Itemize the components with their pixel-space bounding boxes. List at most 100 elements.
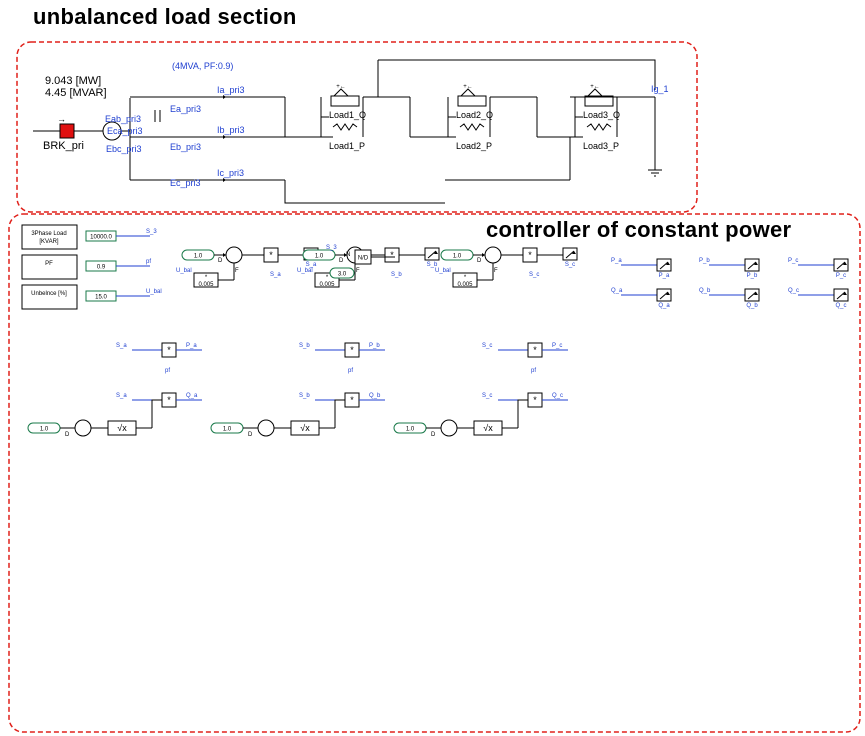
breaker-arrow-icon: → (57, 114, 66, 124)
constant-value: 1.0 (453, 254, 462, 260)
meter-input-label: Q_c (788, 288, 799, 294)
summing-junction[interactable] (484, 246, 502, 264)
sqrt-symbol: √x (483, 423, 493, 433)
mult-symbol: * (326, 275, 329, 281)
arrow-icon (482, 253, 485, 257)
signal-label: S_b (299, 393, 310, 399)
meter-input-label: P_b (699, 258, 710, 264)
current-meter-label: Ic_pri3 (217, 168, 244, 178)
arrow-icon (754, 262, 758, 265)
arrow-icon (843, 292, 847, 295)
multiplier-symbol: * (167, 395, 171, 405)
wire (378, 59, 656, 90)
meter-label: Q_a (658, 303, 670, 309)
load-q-arrow-icon: +← (590, 84, 600, 90)
u-bal-label: U_bal (435, 268, 451, 274)
slider-panel[interactable] (21, 224, 78, 250)
slider-panel[interactable] (21, 284, 78, 310)
breaker-icon[interactable] (59, 123, 75, 139)
multiplier-symbol: * (528, 250, 532, 260)
load-q-symbol (332, 88, 350, 98)
meter-needle-icon (747, 291, 757, 300)
load-q-label: Load2_Q (456, 110, 493, 120)
load-q-block[interactable] (584, 95, 614, 107)
summing-junction[interactable] (257, 419, 275, 437)
slider-label: Unbelnce [%] (31, 291, 67, 297)
slider-label: PF (45, 261, 53, 267)
signal-label: S_a (270, 272, 281, 278)
section-title-unbalanced-load: unbalanced load section (33, 4, 297, 29)
load-q-arrow-icon: +← (336, 84, 346, 90)
multiplier-symbol: * (350, 345, 354, 355)
meter-needle-icon (427, 250, 437, 259)
load-p-label: Load1_P (329, 141, 365, 151)
load-q-symbol (459, 88, 477, 98)
load-q-block[interactable] (330, 95, 360, 107)
load-q-label: Load3_Q (583, 110, 620, 120)
signal-label: S_c (482, 393, 492, 399)
current-meter-label: Ib_pri3 (217, 125, 245, 135)
sqrt-symbol: √x (117, 423, 127, 433)
junction-d-label: D (477, 258, 482, 264)
signal-label: S_b (391, 272, 402, 278)
slider-value: 10000.0 (90, 235, 112, 241)
signal-label: S_c (529, 272, 539, 278)
meter-label: S_c (565, 262, 575, 268)
junction-d-label: D (248, 432, 253, 438)
slider-panel[interactable] (21, 254, 78, 280)
load-p-resistor-icon (586, 123, 612, 131)
meter-label: P_b (747, 273, 758, 279)
arrow-icon (223, 135, 226, 139)
summing-junction[interactable] (74, 419, 92, 437)
signal-label: S_3 (326, 245, 337, 251)
arrow-icon (344, 253, 347, 257)
load-q-block[interactable] (457, 95, 487, 107)
nd-n-label: N (346, 252, 350, 258)
current-meter-label: Ia_pri3 (217, 85, 245, 95)
summing-junction[interactable] (225, 246, 243, 264)
slider-output-label: pf (146, 259, 151, 265)
meter-label: S_b (427, 262, 438, 268)
arrow-icon (223, 178, 226, 182)
pf-label: pf (531, 368, 536, 374)
constant-value: 1.0 (406, 427, 415, 433)
wire (334, 399, 345, 428)
meter-input-label: P_c (788, 258, 798, 264)
signal-label: Q_b (369, 393, 381, 399)
multiplier-symbol: * (533, 395, 537, 405)
meter-input-label: Q_b (699, 288, 711, 294)
arrow-icon (666, 262, 670, 265)
meter-input-label: Q_a (611, 288, 623, 294)
summing-junction[interactable] (440, 419, 458, 437)
junction-f-label: F (494, 268, 498, 274)
wire (151, 399, 162, 428)
constant-three[interactable] (329, 267, 355, 279)
voltage-label: Ebc_pri3 (106, 144, 142, 154)
load-q-label: Load1_Q (329, 110, 366, 120)
slider-label: 3Phase Load (31, 231, 66, 237)
junction-d-label: D (218, 258, 223, 264)
signal-label: P_b (369, 343, 380, 349)
mult-symbol: * (205, 275, 208, 281)
phase-voltage-label: Eb_pri3 (170, 142, 201, 152)
phase-voltage-label: Ec_pri3 (170, 178, 201, 188)
arrow-icon (223, 95, 226, 99)
signal-label: P_a (186, 343, 197, 349)
meter-label: S_a (306, 262, 317, 268)
slider-label: [KVAR] (39, 239, 59, 245)
multiplier-symbol: * (390, 250, 394, 260)
junction-f-label: F (356, 268, 360, 274)
arrow-icon (434, 251, 438, 254)
signal-label: P_c (552, 343, 562, 349)
wire (284, 180, 445, 204)
arrow-icon (754, 292, 758, 295)
signal-label: Q_c (552, 393, 563, 399)
constant-value: 1.0 (194, 254, 203, 260)
meter-needle-icon (836, 261, 846, 270)
multiplier-symbol: * (533, 345, 537, 355)
gain-value: 0.005 (198, 282, 214, 288)
signal-label: S_a (116, 343, 127, 349)
u-bal-label: U_bal (297, 268, 313, 274)
slider-output-label: S_3 (146, 229, 157, 235)
